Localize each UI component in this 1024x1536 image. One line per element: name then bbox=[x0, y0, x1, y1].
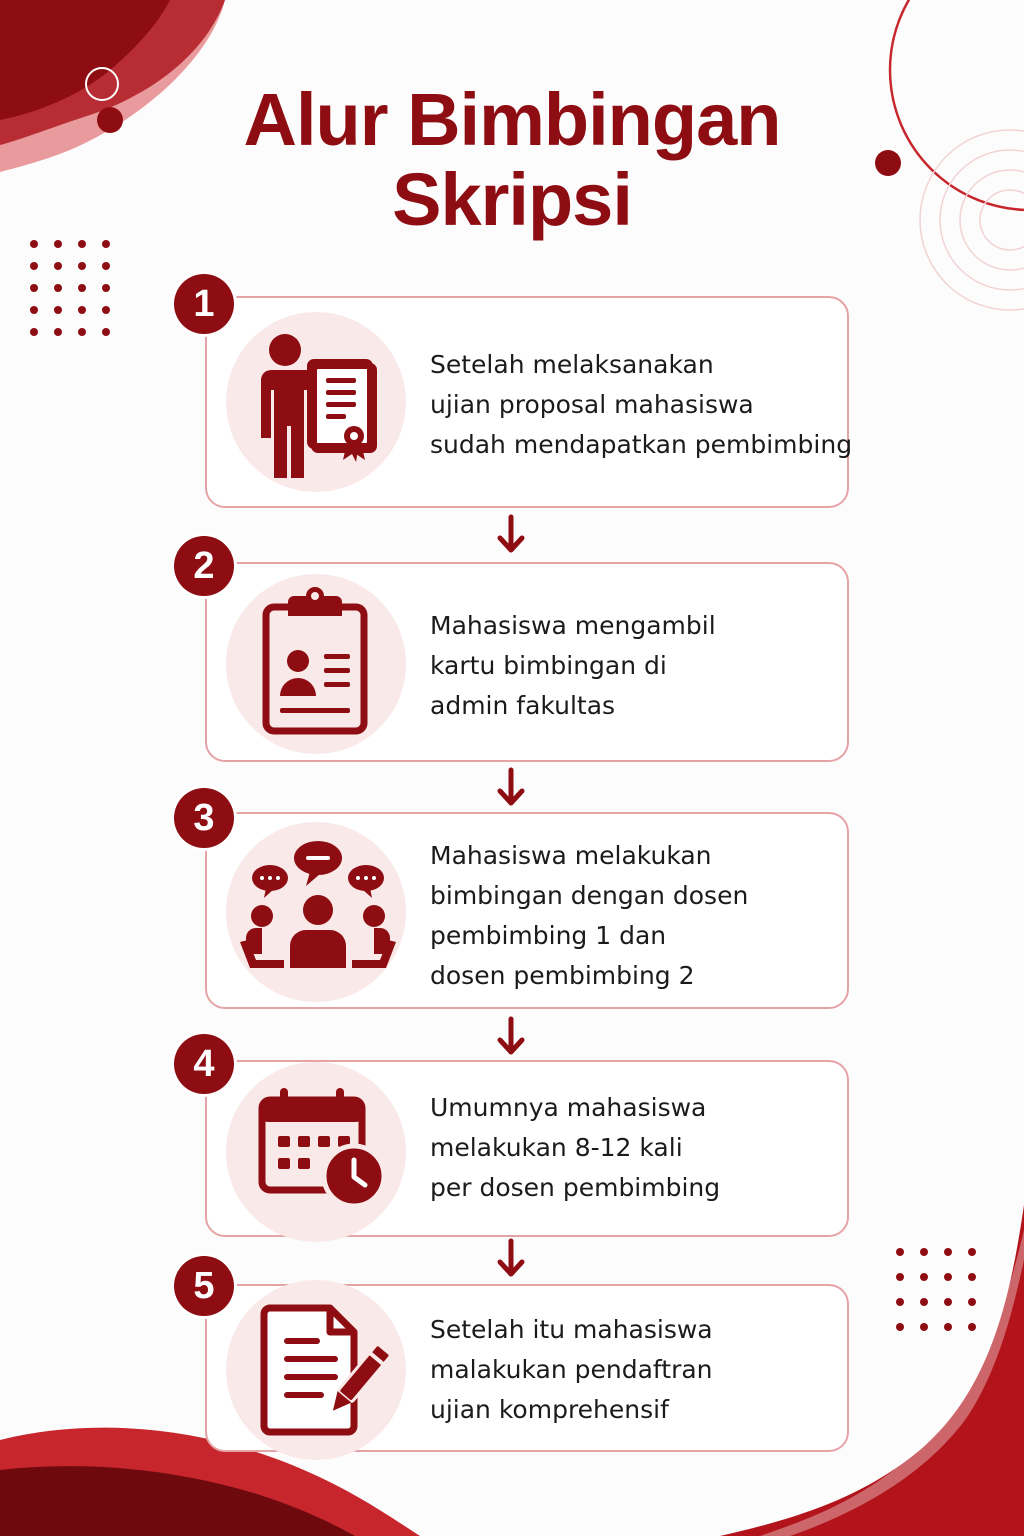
group-discussion-icon bbox=[240, 841, 396, 968]
top-right-ripple-1 bbox=[979, 189, 1024, 251]
step-4-text: Umumnya mahasiswa melakukan 8-12 kali pe… bbox=[430, 1088, 720, 1208]
step-5-text: Setelah itu mahasiswa malakukan pendaftr… bbox=[430, 1310, 713, 1430]
clipboard-id-card-icon bbox=[262, 587, 368, 735]
step-4-line-3: per dosen pembimbing bbox=[430, 1173, 721, 1202]
top-right-large-ring bbox=[888, 0, 1024, 212]
bottom-left-wave-dark bbox=[0, 1466, 355, 1536]
top-right-ripple-2 bbox=[959, 169, 1024, 271]
top-left-ring bbox=[85, 67, 119, 101]
step-3-line-1: Mahasiswa melakukan bbox=[430, 841, 712, 870]
step-2-text: Mahasiswa mengambil kartu bimbingan di a… bbox=[430, 606, 716, 726]
bottom-right-wave bbox=[720, 1205, 1024, 1536]
step-1-icon-bg bbox=[226, 312, 406, 492]
step-3-line-4: dosen pembimbing 2 bbox=[430, 961, 695, 990]
down-arrow-icon bbox=[497, 1238, 525, 1277]
step-2-icon-bg bbox=[226, 574, 406, 754]
person-certificate-icon bbox=[261, 334, 377, 478]
step-4-line-2: melakukan 8-12 kali bbox=[430, 1133, 683, 1162]
step-2-line-1: Mahasiswa mengambil bbox=[430, 611, 716, 640]
bottom-right-wave-light bbox=[760, 1230, 1024, 1536]
down-arrow-icon bbox=[497, 514, 525, 553]
step-1-line-3: sudah mendapatkan pembimbing bbox=[430, 430, 853, 459]
step-3-line-2: bimbingan dengan dosen bbox=[430, 881, 749, 910]
dot-grid-right bbox=[896, 1248, 976, 1331]
top-right-ripple-3 bbox=[939, 149, 1024, 291]
step-4-icon-bg bbox=[226, 1062, 406, 1242]
page-title: Alur Bimbingan Skripsi bbox=[0, 80, 1024, 240]
step-5-line-1: Setelah itu mahasiswa bbox=[430, 1315, 713, 1344]
down-arrow-icon bbox=[497, 767, 525, 806]
top-left-dot bbox=[97, 107, 123, 133]
step-3-icon-bg bbox=[226, 822, 406, 1002]
step-4-badge: 4 bbox=[174, 1034, 234, 1094]
step-5-icon-bg bbox=[226, 1280, 406, 1460]
step-3-badge: 3 bbox=[174, 788, 234, 848]
document-pen-icon bbox=[260, 1304, 392, 1436]
step-1-line-2: ujian proposal mahasiswa bbox=[430, 390, 754, 419]
calendar-clock-icon bbox=[258, 1088, 387, 1209]
top-left-blob-highlight bbox=[0, 0, 225, 172]
step-3-text: Mahasiswa melakukan bimbingan dengan dos… bbox=[430, 836, 748, 996]
step-2-line-2: kartu bimbingan di bbox=[430, 651, 667, 680]
step-5-badge: 5 bbox=[174, 1256, 234, 1316]
down-arrow-icon bbox=[497, 1016, 525, 1055]
step-1-line-1: Setelah melaksanakan bbox=[430, 350, 714, 379]
step-2-badge: 2 bbox=[174, 536, 234, 596]
step-1-text: Setelah melaksanakan ujian proposal maha… bbox=[430, 345, 852, 465]
title-line-2: Skripsi bbox=[392, 158, 633, 241]
title-line-1: Alur Bimbingan bbox=[243, 78, 782, 161]
step-2-line-3: admin fakultas bbox=[430, 691, 616, 720]
step-5-line-2: malakukan pendaftran bbox=[430, 1355, 713, 1384]
top-right-dot bbox=[875, 150, 901, 176]
dot-grid-left bbox=[30, 240, 110, 336]
step-5-line-3: ujian komprehensif bbox=[430, 1395, 669, 1424]
step-1-badge: 1 bbox=[174, 274, 234, 334]
top-right-ripple-4 bbox=[919, 129, 1024, 311]
step-4-line-1: Umumnya mahasiswa bbox=[430, 1093, 707, 1122]
step-3-line-3: pembimbing 1 dan bbox=[430, 921, 667, 950]
